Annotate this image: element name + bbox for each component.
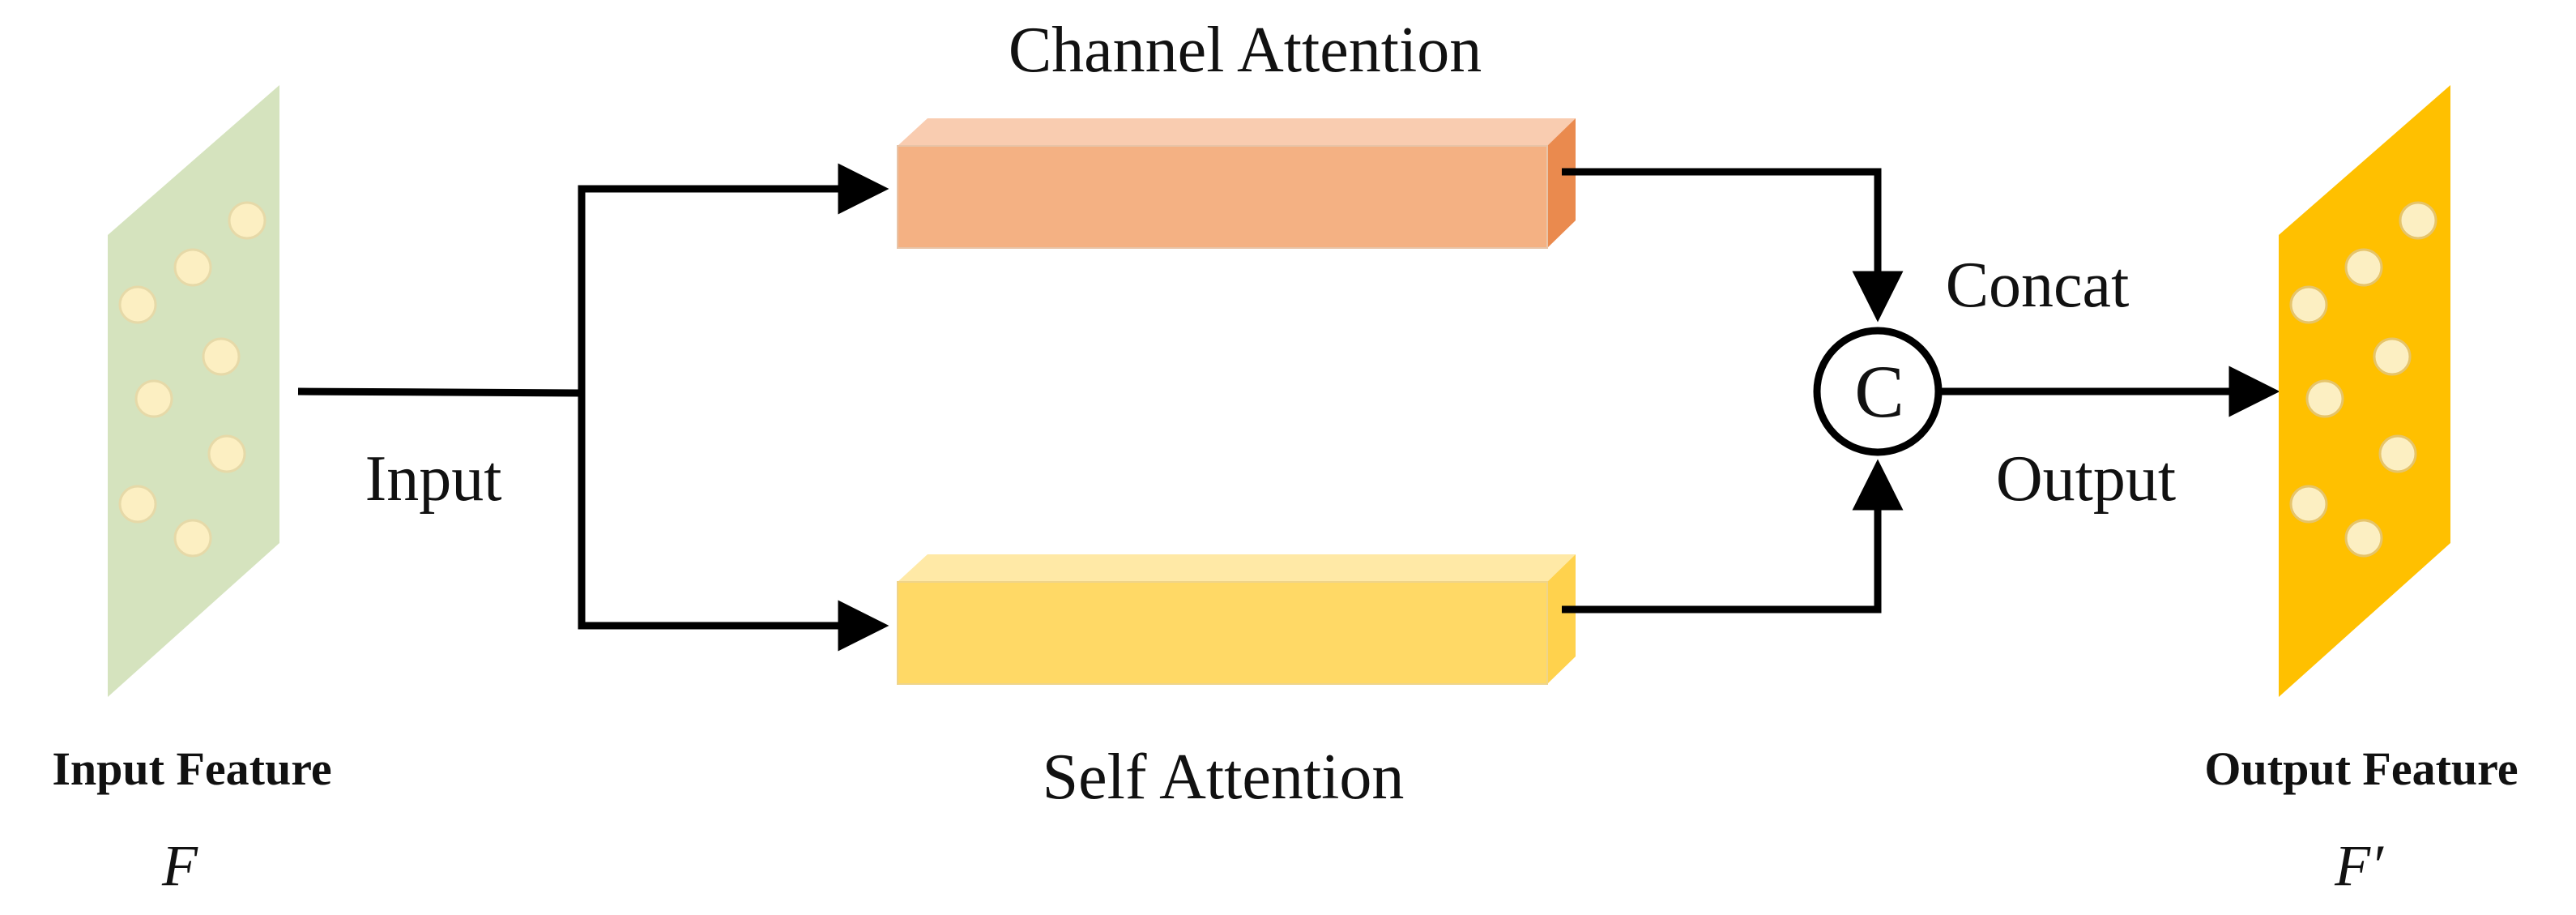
feature-dot [2289, 285, 2328, 324]
feature-dot [2305, 379, 2344, 418]
concat-node: C [1813, 327, 1943, 456]
concat-symbol: C [1854, 350, 1904, 433]
feature-dot [134, 379, 173, 418]
input-feature-map [108, 85, 279, 697]
output-label: Output [1996, 443, 2176, 515]
input-branch-top-arrow [578, 163, 889, 393]
input-feature-dots [118, 201, 267, 558]
self-attention-block [897, 554, 1576, 685]
output-feature-dots [2289, 201, 2437, 558]
feature-dot [228, 201, 267, 240]
input-feature-plane [108, 85, 279, 697]
feature-dot [2378, 434, 2417, 473]
channel-attention-label: Channel Attention [1009, 15, 1482, 86]
feature-dot [202, 337, 241, 376]
input-feature-symbol: F [161, 833, 198, 898]
self-attention-side-face [1547, 554, 1576, 684]
input-label: Input [365, 443, 502, 515]
self-attention-top-face [898, 554, 1576, 582]
input-line [297, 387, 582, 397]
feature-dot [2399, 201, 2437, 240]
channel-attention-top-face [898, 118, 1576, 146]
output-feature-map [2279, 85, 2450, 697]
channel-attention-front-face [897, 145, 1548, 249]
output-feature-plane [2279, 85, 2450, 697]
feature-dot [2344, 248, 2383, 287]
feature-dot [2344, 519, 2383, 558]
feature-dot [173, 248, 212, 287]
output-feature-title: Output Feature [2204, 742, 2518, 795]
self-to-concat-arrow [1562, 459, 1904, 614]
self-attention-front-face [897, 581, 1548, 685]
channel-attention-block [897, 118, 1576, 249]
feature-dot [173, 519, 212, 558]
input-feature-title: Input Feature [52, 742, 331, 795]
input-branch-bottom-arrow [578, 393, 889, 652]
self-attention-label: Self Attention [1043, 742, 1405, 813]
feature-dot [207, 434, 246, 473]
feature-dot [2289, 485, 2328, 524]
channel-to-concat-arrow [1562, 168, 1904, 323]
concat-label: Concat [1946, 250, 2130, 321]
feature-dot [118, 485, 157, 524]
feature-dot [2373, 337, 2412, 376]
channel-attention-side-face [1547, 118, 1576, 248]
feature-dot [118, 285, 157, 324]
output-feature-symbol: F′ [2334, 833, 2384, 898]
